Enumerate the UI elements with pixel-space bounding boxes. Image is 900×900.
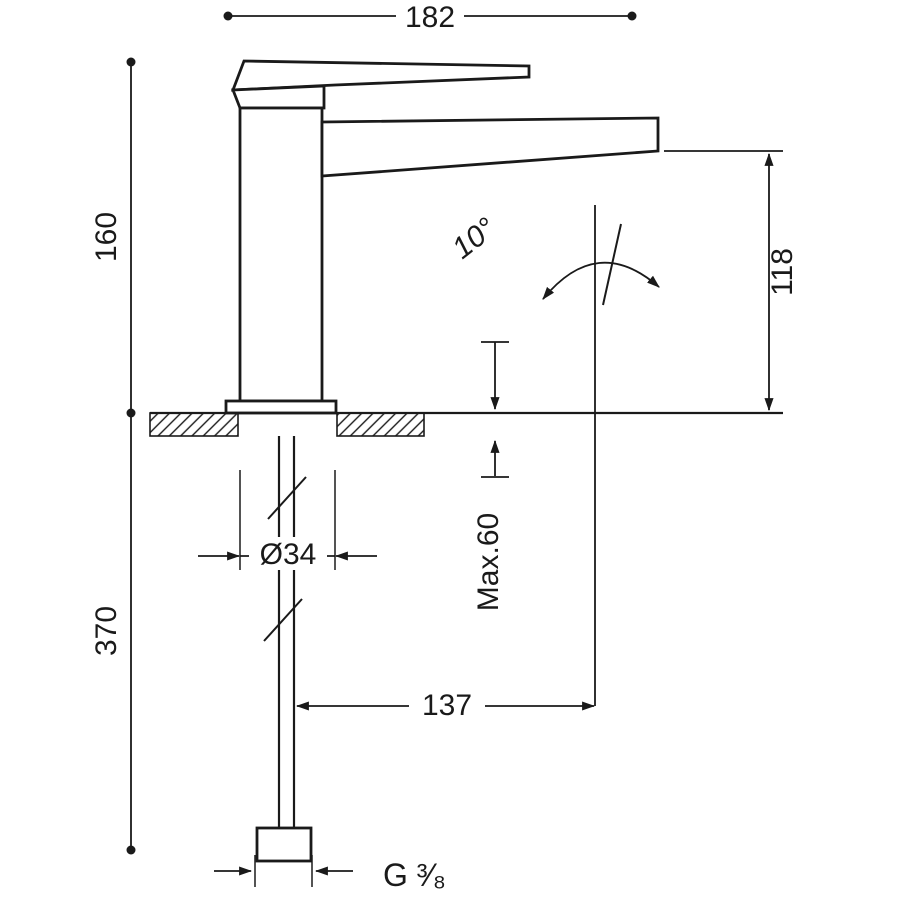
dim-label-base-diameter: Ø34 (260, 538, 317, 571)
handle-lever (230, 59, 531, 92)
dim-thread: G ³⁄₈ (214, 855, 446, 893)
deck-hatch-left (149, 412, 239, 437)
dim-endpoint-dot (223, 11, 233, 21)
dim-endpoint-dot (627, 11, 637, 21)
dim-endpoint-dot (126, 408, 136, 418)
dim-label-overall-width: 182 (405, 1, 455, 34)
dim-spout-height: 118 (664, 150, 799, 412)
faucet-outline (224, 59, 660, 415)
angle-arc (542, 261, 660, 300)
break-mark (267, 476, 307, 520)
dim-label-height-below-deck: 370 (90, 606, 123, 656)
dim-base-diameter: Ø34 (198, 470, 377, 571)
dim-endpoint-dot (126, 57, 136, 67)
dim-left-heights: 160 370 (90, 57, 136, 855)
dim-max-deck-thickness: Max.60 (472, 341, 509, 611)
dim-label-angle: 10° (446, 212, 502, 266)
break-mark (263, 598, 303, 642)
base-plate (224, 399, 338, 415)
spout (320, 116, 660, 178)
dim-label-max-deck-thickness: Max.60 (472, 513, 505, 611)
supply-pipe (255, 436, 313, 863)
deck-hatch-right (336, 412, 425, 437)
angle-annotation: 10° (446, 212, 660, 306)
dim-overall-width: 182 (223, 0, 637, 34)
dim-label-spout-reach: 137 (422, 689, 472, 722)
dim-label-height-above-deck: 160 (90, 212, 123, 262)
dim-endpoint-dot (126, 845, 136, 855)
faucet-body (238, 106, 324, 403)
thread-connector (255, 826, 313, 863)
handle-base (230, 84, 326, 110)
mounting-deck (149, 411, 783, 437)
dim-label-thread: G ³⁄₈ (383, 857, 446, 893)
dim-label-spout-height: 118 (766, 248, 799, 296)
dim-spout-reach: 137 (295, 688, 596, 722)
